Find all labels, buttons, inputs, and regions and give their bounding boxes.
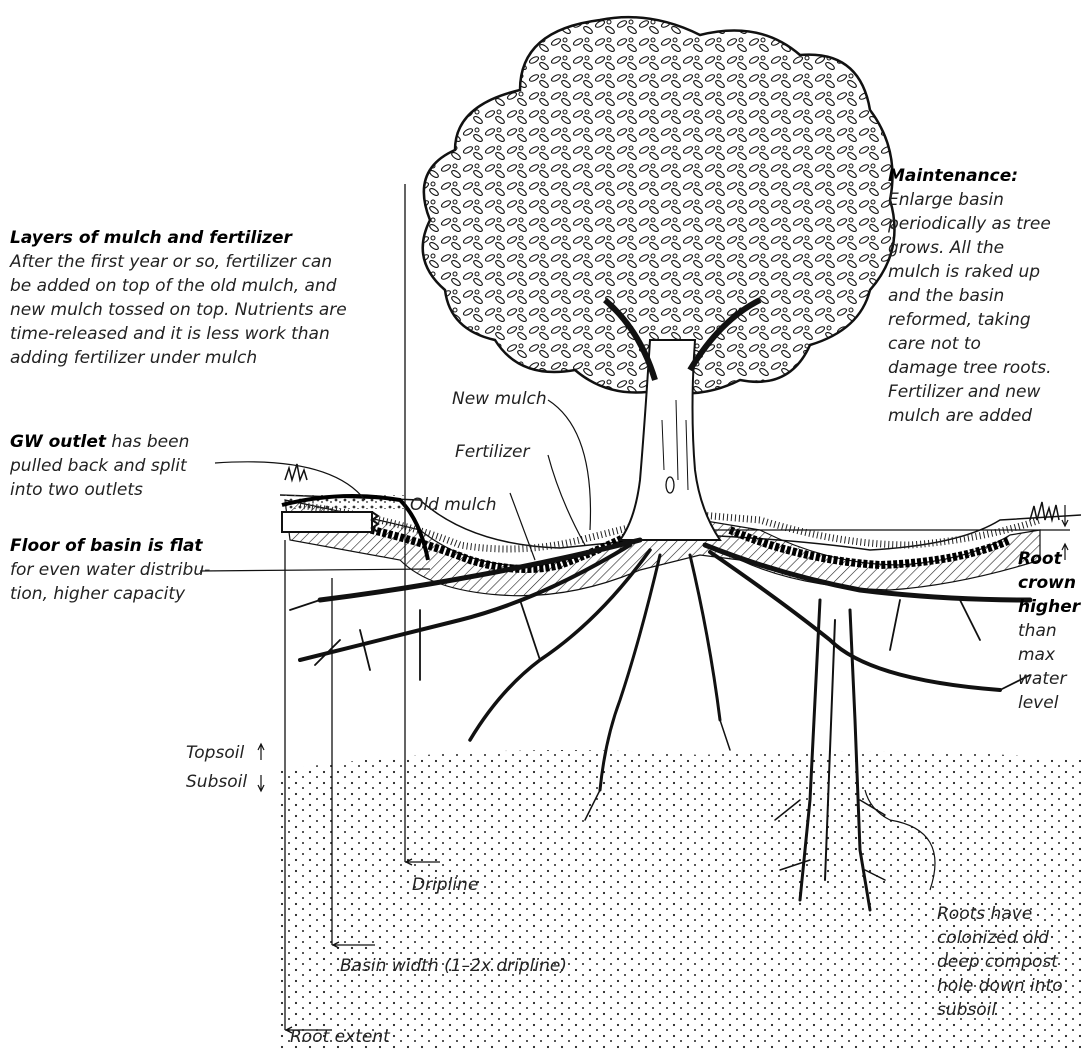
compost-line-3: deep compost [937, 950, 1077, 974]
gw-outlet-line2: pulled back and split [10, 454, 250, 478]
maintenance-line-6: reformed, taking [888, 308, 1078, 332]
maintenance-line-9: Fertilizer and new [888, 380, 1078, 404]
root-crown-line-2: crown [1018, 571, 1080, 595]
root-crown-line-1: Root [1018, 547, 1080, 571]
maintenance-line-2: periodically as tree [888, 212, 1078, 236]
subsoil-label: Subsoil [186, 771, 247, 794]
new-mulch-label: New mulch [452, 388, 547, 411]
mulch-line-2: be added on top of the old mulch, and [10, 274, 400, 298]
root-crown-line-5: max [1018, 643, 1080, 667]
compost-annotation: Roots have colonized old deep compost ho… [937, 902, 1077, 1022]
basin-width-label: Basin width (1–2x dripline) [340, 955, 567, 978]
root-crown-line-6: water [1018, 667, 1080, 691]
maintenance-annotation: Maintenance: Enlarge basin periodically … [888, 164, 1078, 428]
mulch-line-5: adding fertilizer under mulch [10, 346, 400, 370]
maintenance-line-1: Enlarge basin [888, 188, 1078, 212]
floor-basin-annotation: Floor of basin is flat for even water di… [10, 534, 270, 606]
mulch-line-1: After the first year or so, fertilizer c… [10, 250, 400, 274]
mulch-line-3: new mulch tossed on top. Nutrients are [10, 298, 400, 322]
root-crown-annotation: Root crown higher than max water level [1018, 547, 1080, 715]
floor-basin-line1: for even water distribu- [10, 558, 270, 582]
root-crown-line-4: than [1018, 619, 1080, 643]
maintenance-line-5: and the basin [888, 284, 1078, 308]
compost-line-1: Roots have [937, 902, 1077, 926]
mulch-fertilizer-title: Layers of mulch and fertilizer [10, 226, 400, 250]
tree-canopy [423, 17, 895, 393]
root-crown-line-7: level [1018, 691, 1080, 715]
maintenance-line-4: mulch is raked up [888, 260, 1078, 284]
gw-outlet-bold: GW outlet [10, 432, 106, 452]
root-extent-label: Root extent [290, 1026, 390, 1049]
maintenance-line-10: mulch are added [888, 404, 1078, 428]
mulch-fertilizer-annotation: Layers of mulch and fertilizer After the… [10, 226, 400, 370]
gw-outlet-annotation: GW outlet has been pulled back and split… [10, 430, 250, 502]
gw-outlet-line1: has been [106, 432, 189, 452]
compost-line-4: hole down into [937, 974, 1077, 998]
floor-basin-title: Floor of basin is flat [10, 534, 270, 558]
fertilizer-label: Fertilizer [455, 441, 529, 464]
soil-boundary-arrows [258, 744, 264, 791]
maintenance-line-7: care not to [888, 332, 1078, 356]
topsoil-label: Topsoil [186, 742, 244, 765]
compost-line-5: subsoil [937, 998, 1077, 1022]
gw-outlet-line3: into two outlets [10, 478, 250, 502]
root-crown-line-3: higher [1018, 595, 1080, 619]
old-mulch-label: Old mulch [410, 494, 496, 517]
compost-line-2: colonized old [937, 926, 1077, 950]
floor-basin-line2: tion, higher capacity [10, 582, 270, 606]
maintenance-line-8: damage tree roots. [888, 356, 1078, 380]
maintenance-title: Maintenance: [888, 164, 1078, 188]
maintenance-line-3: grows. All the [888, 236, 1078, 260]
mulch-line-4: time-released and it is less work than [10, 322, 400, 346]
dripline-label: Dripline [412, 874, 478, 897]
